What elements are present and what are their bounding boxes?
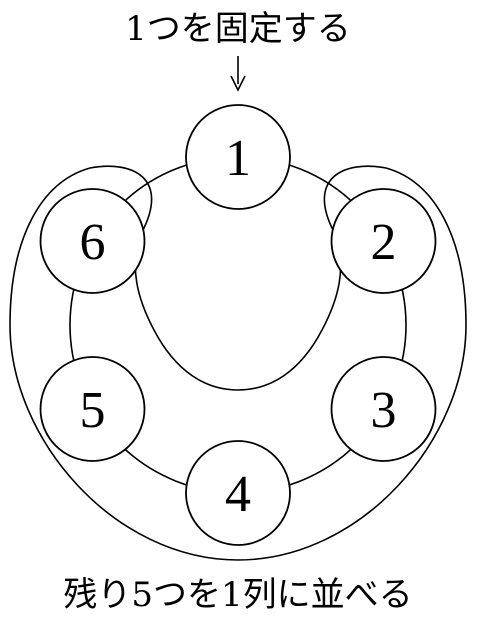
seat-label: 3 [371, 382, 397, 439]
seat-label: 5 [80, 382, 106, 439]
down-arrow-icon [230, 56, 246, 92]
seat-label: 6 [80, 214, 106, 271]
seat-label: 1 [225, 130, 251, 187]
seat-circle [185, 440, 291, 546]
seat-label: 2 [371, 214, 397, 271]
remaining-group-band [9, 165, 467, 561]
seat-node-3: 3 [330, 356, 437, 462]
nodes-layer: 1 2 3 4 5 6 [39, 104, 437, 546]
seat-circle [185, 104, 291, 210]
seat-node-6: 6 [39, 188, 146, 294]
top-caption: 1つを固定する [125, 9, 351, 49]
seat-label: 4 [225, 466, 251, 523]
seat-node-2: 2 [330, 188, 437, 294]
seat-circle [39, 188, 146, 294]
seat-node-4: 4 [185, 440, 291, 546]
bottom-caption: 残り5つを1列に並べる [63, 575, 412, 615]
seat-node-5: 5 [39, 356, 146, 462]
seat-circle [330, 188, 437, 294]
seat-node-1: 1 [185, 104, 291, 210]
seat-circle [39, 356, 146, 462]
seat-circle [330, 356, 437, 462]
